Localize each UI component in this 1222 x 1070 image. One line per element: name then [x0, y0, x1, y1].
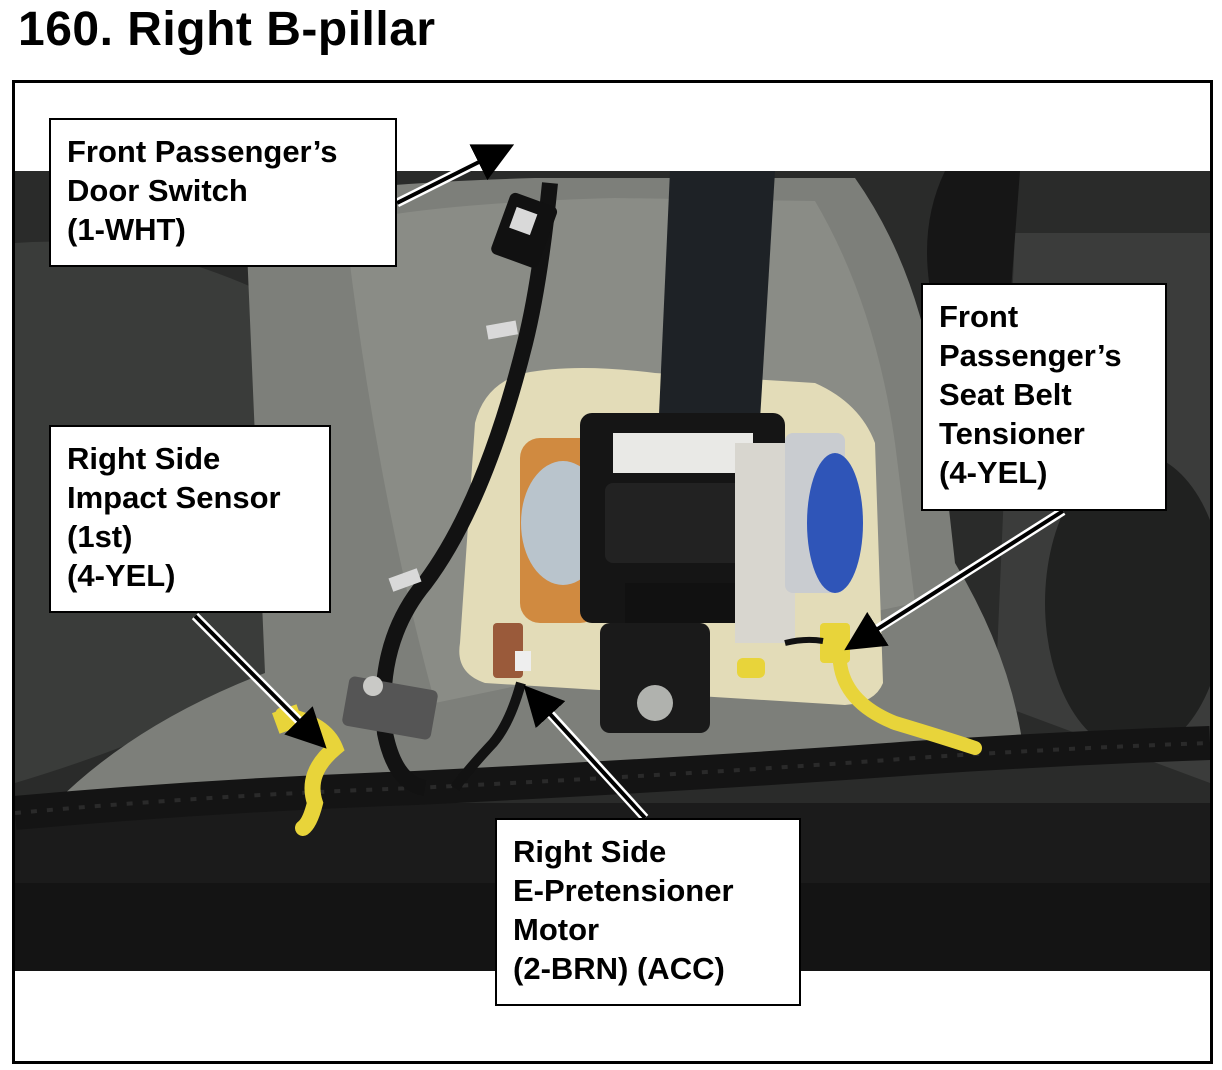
- callout-line: Passenger’s: [939, 338, 1122, 373]
- callout-line: Right Side: [513, 834, 667, 869]
- callout-line: (1-WHT): [67, 212, 186, 247]
- photo-frame: Front Passenger’s Door Switch (1-WHT) Ri…: [12, 80, 1213, 1064]
- callout-line: Door Switch: [67, 173, 248, 208]
- page-title: 160. Right B-pillar: [18, 3, 436, 56]
- arrow-impact-sensor: [191, 612, 327, 749]
- callout-line: Tensioner: [939, 416, 1085, 451]
- callout-line: Front: [939, 299, 1019, 334]
- callout-line: Impact Sensor: [67, 480, 281, 515]
- arrow-door-switch: [394, 144, 515, 208]
- callout-line: (4-YEL): [939, 455, 1048, 490]
- arrow-seat-belt-tensioner: [844, 507, 1066, 651]
- callout-seat-belt-tensioner: Front Passenger’s Seat Belt Tensioner (4…: [921, 283, 1167, 511]
- callout-door-switch: Front Passenger’s Door Switch (1-WHT): [49, 118, 397, 267]
- callout-line: Seat Belt: [939, 377, 1072, 412]
- callout-line: E-Pretensioner: [513, 873, 734, 908]
- callout-line: Right Side: [67, 441, 221, 476]
- callout-line: (1st): [67, 519, 133, 554]
- callout-line: (4-YEL): [67, 558, 176, 593]
- callout-line: Motor: [513, 912, 600, 947]
- callout-impact-sensor: Right Side Impact Sensor (1st) (4-YEL): [49, 425, 331, 613]
- callout-e-pretensioner: Right Side E-Pretensioner Motor (2-BRN) …: [495, 818, 801, 1006]
- callout-line: (2-BRN) (ACC): [513, 951, 725, 986]
- leader-lines: [191, 144, 1066, 822]
- arrow-e-pretensioner: [523, 685, 649, 822]
- callout-line: Front Passenger’s: [67, 134, 338, 169]
